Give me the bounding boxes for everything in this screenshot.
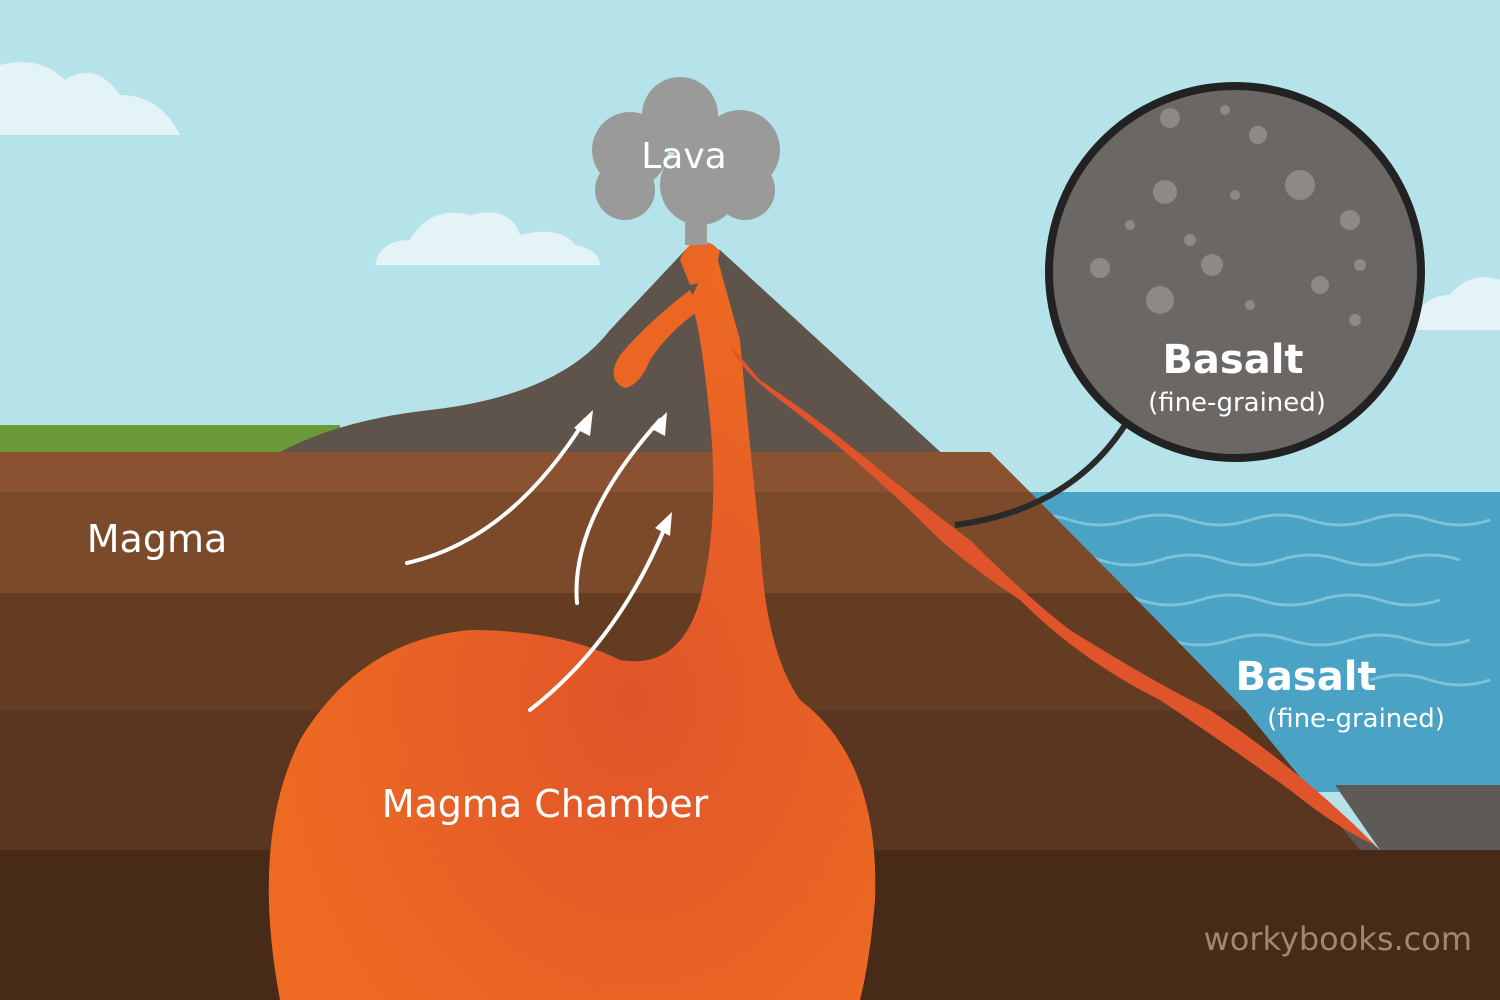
clouds: [0, 62, 1500, 330]
basalt-speckles: [1090, 105, 1366, 326]
lava-side-branch: [613, 290, 700, 388]
lava-label: Lava: [641, 136, 726, 177]
basalt-ocean-title: Basalt: [1235, 654, 1376, 700]
smoke-cloud: [592, 77, 780, 245]
lava-flow: [730, 345, 1375, 845]
basalt-ocean-subtitle: (fine-grained): [1267, 704, 1445, 734]
arrow-1: [405, 418, 587, 565]
basalt-magnifier: [1045, 82, 1425, 462]
watermark: workybooks.com: [1204, 920, 1472, 958]
crater-lava: [680, 242, 720, 285]
basalt-callout-title: Basalt: [1162, 337, 1303, 383]
magma-label: Magma: [87, 517, 228, 561]
arrow-2: [574, 418, 662, 605]
arrow-3: [528, 518, 670, 712]
basalt-callout-subtitle: (fine-grained): [1148, 388, 1326, 418]
magma-arrows: [405, 418, 670, 712]
magma-chamber-label: Magma Chamber: [382, 782, 709, 826]
callout-pointer: [954, 423, 1128, 528]
magma-chamber: [268, 250, 876, 1000]
arrowheads: [574, 410, 672, 536]
grass: [0, 425, 340, 453]
